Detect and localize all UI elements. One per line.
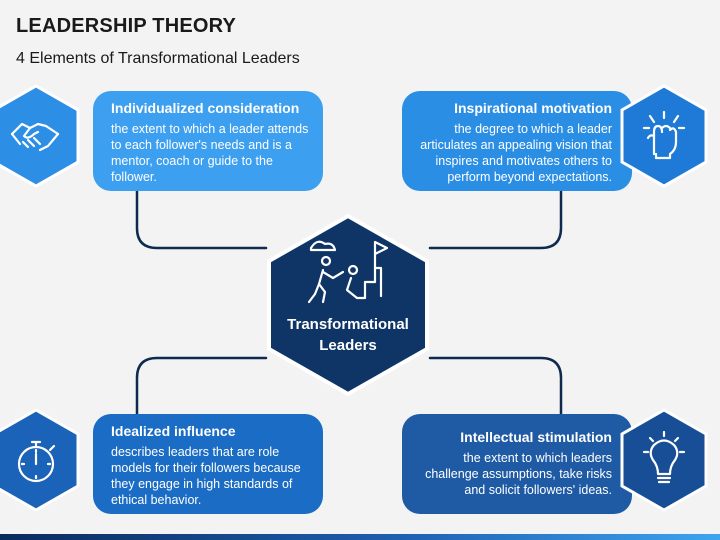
center-label-line2: Leaders (319, 337, 377, 354)
handshake-icon (0, 84, 80, 188)
card-description: the degree to which a leader articulates… (420, 122, 612, 184)
card-description: the extent to which leaders challenge as… (425, 451, 612, 497)
stopwatch-icon (0, 408, 80, 512)
card-idealized-influence: Idealized influence describes leaders th… (93, 414, 323, 514)
card-individualized-consideration: Individualized consideration the extent … (93, 91, 323, 191)
climbing-leader-icon (307, 240, 389, 304)
center-label: Transformational Leaders (278, 314, 418, 356)
page-subtitle: 4 Elements of Transformational Leaders (16, 50, 300, 67)
card-description: describes leaders that are role models f… (111, 445, 301, 507)
center-hexagon (267, 213, 429, 397)
card-title: Individualized consideration (111, 100, 300, 116)
card-intellectual-stimulation: Intellectual stimulation the extent to w… (402, 414, 632, 514)
card-inspirational-motivation: Inspirational motivation the degree to w… (402, 91, 632, 191)
center-label-line1: Transformational (287, 316, 409, 333)
page-title: LEADERSHIP THEORY (16, 15, 237, 37)
card-title: Intellectual stimulation (460, 429, 612, 445)
bottom-accent-bar (0, 534, 720, 540)
lightbulb-icon (620, 408, 708, 512)
card-title: Inspirational motivation (454, 100, 612, 116)
card-title: Idealized influence (111, 423, 236, 439)
card-description: the extent to which a leader attends to … (111, 122, 309, 184)
raised-fist-icon (620, 84, 708, 188)
